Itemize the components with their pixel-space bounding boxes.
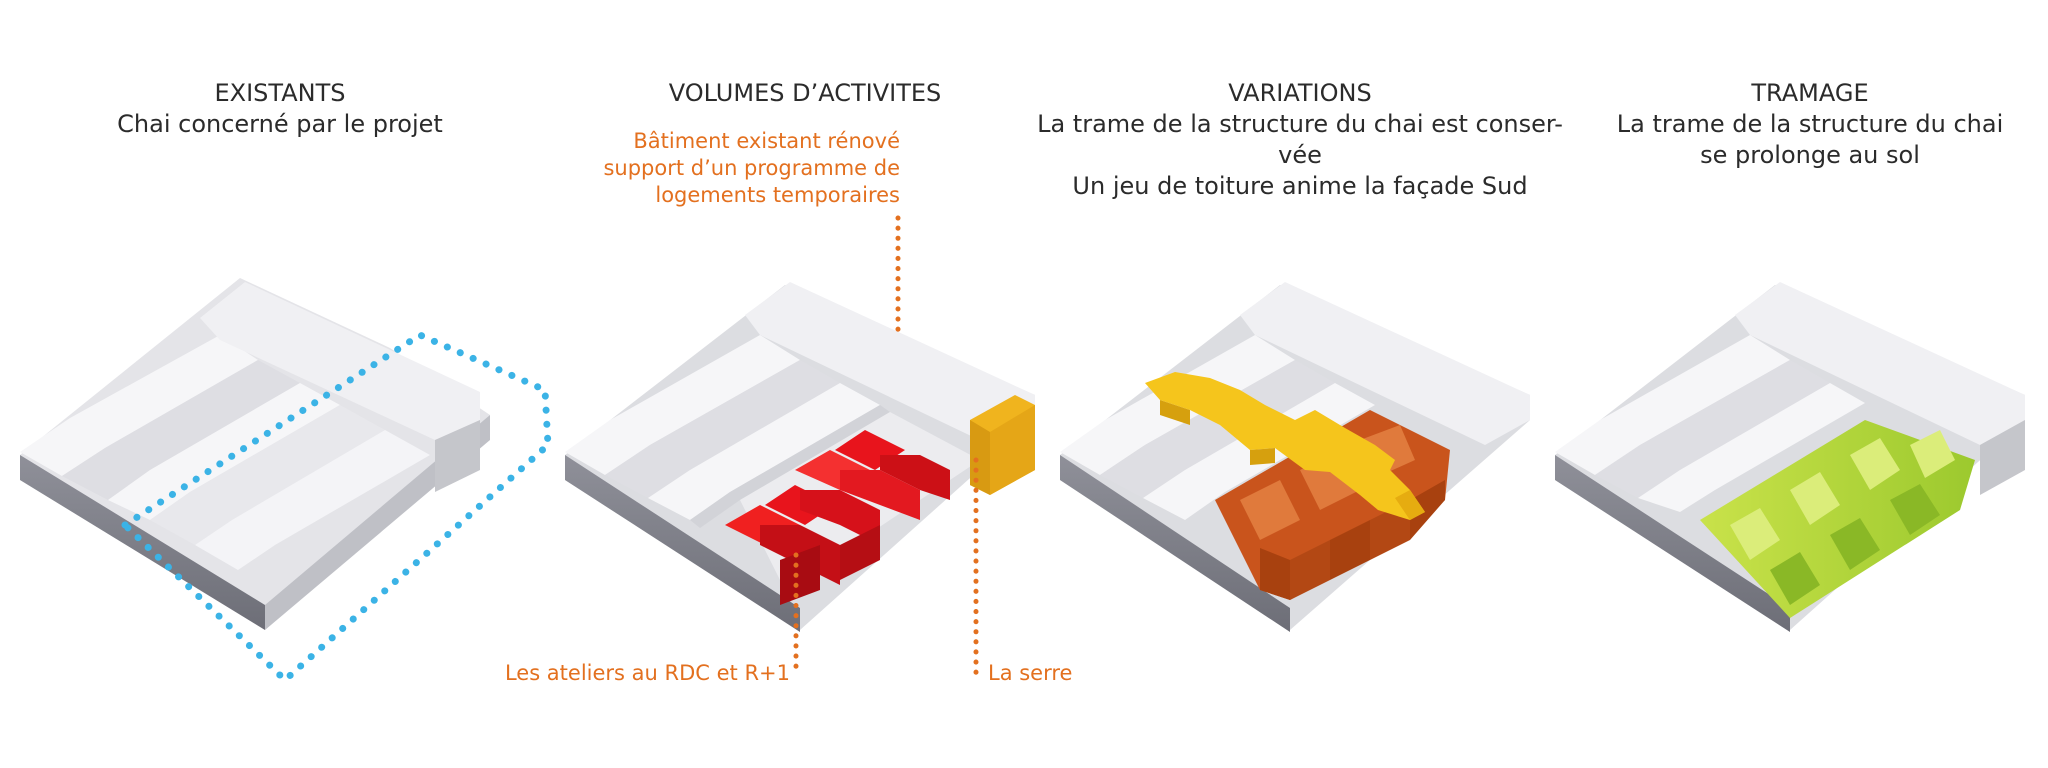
greenhouse-volume: [970, 395, 1035, 495]
panel-1-building: [20, 278, 552, 685]
panel-3-subtitle-line-3: Un jeu de toiture anime la façade Sud: [1072, 172, 1528, 200]
panel-3-building: [1060, 282, 1530, 632]
panel-4-building: [1555, 282, 2025, 632]
workshops-volumes: [725, 430, 950, 605]
panel-4-title: TRAMAGE: [1751, 79, 1869, 107]
panel-2-building: [565, 215, 1035, 678]
panel-4-subtitle-line-2: se prolonge au sol: [1700, 141, 1920, 169]
ground-pattern: [1700, 420, 1975, 618]
annotation-building-line-1: Bâtiment existant rénové: [633, 129, 900, 153]
annotation-building-line-2: support d’un programme de: [603, 156, 900, 180]
roof-ribbon: [1145, 372, 1425, 520]
panel-2-title: VOLUMES D’ACTIVITES: [668, 79, 942, 107]
annotation-greenhouse: La serre: [988, 661, 1073, 685]
panel-4-subtitle-line-1: La trame de la structure du chai: [1616, 110, 2004, 138]
annotation-workshops: Les ateliers au RDC et R+1: [504, 661, 790, 685]
panel-1-subtitle-line-1: Chai concerné par le projet: [117, 110, 443, 138]
annotation-building-line-3: logements temporaires: [655, 183, 900, 207]
panel-3-title: VARIATIONS: [1228, 79, 1372, 107]
panel-3-subtitle-line-1: La trame de la structure du chai est con…: [1037, 110, 1563, 138]
panel-1-title: EXISTANTS: [214, 79, 346, 107]
existing-building-outline: [119, 331, 552, 685]
panel-3-subtitle-line-2: vée: [1278, 141, 1322, 169]
